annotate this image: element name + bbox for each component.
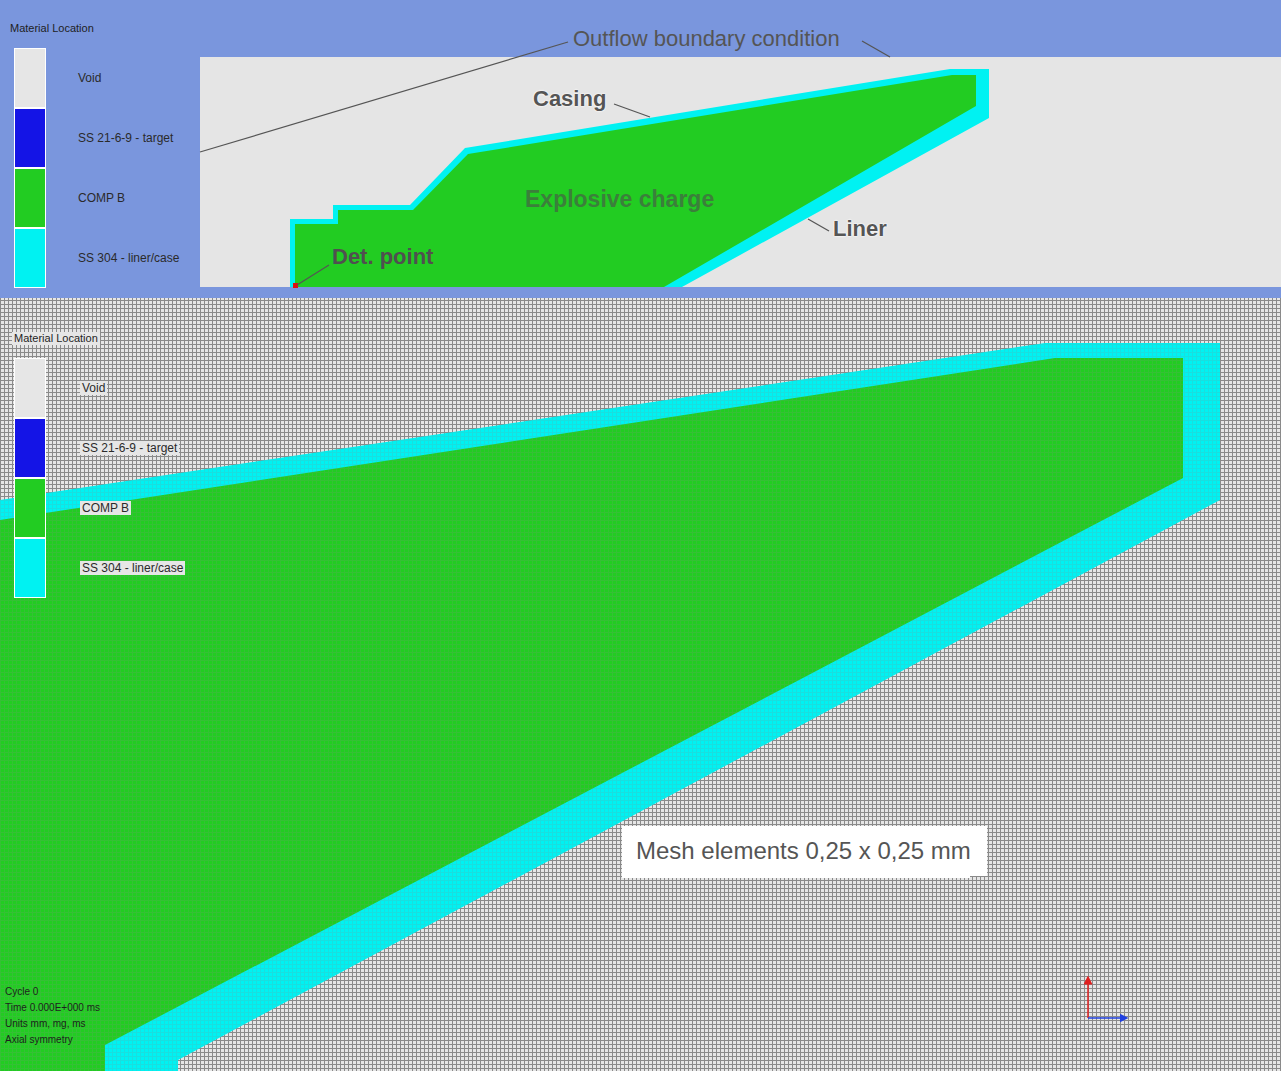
legend-swatch (14, 538, 46, 598)
note-box: Mesh elements 0,25 x 0,25 mm (622, 826, 987, 876)
legend-title: Material Location (10, 22, 94, 35)
legend-text: Void (80, 381, 107, 395)
legend-swatch (14, 48, 46, 108)
note-text: Mesh elements 0,25 x 0,25 mm (636, 837, 973, 865)
explosive-charge (295, 75, 976, 287)
status-text: Time 0.000E+000 ms (5, 1002, 100, 1014)
status-text: Axial symmetry (5, 1034, 73, 1046)
leader-line (808, 219, 829, 231)
legend-swatch (14, 418, 46, 478)
mesh-grid (0, 298, 1281, 1071)
legend-swatch (14, 358, 46, 418)
status-text: Cycle 0 (5, 986, 38, 998)
legend-swatch (14, 478, 46, 538)
legend-text: SS 304 - liner/case (78, 251, 179, 265)
legend-title: Material Location (12, 332, 100, 345)
legend-text: COMP B (78, 191, 125, 205)
leader-line (297, 265, 329, 285)
part-label: Casing (533, 86, 606, 111)
part-label: Explosive charge (525, 186, 714, 212)
legend-swatch (14, 168, 46, 228)
legend-swatch (14, 228, 46, 288)
legend-swatch (14, 108, 46, 168)
axis-arrow (1088, 1017, 1124, 1019)
detonation-point (293, 283, 298, 288)
leader-line (614, 104, 650, 117)
mesh-overlay (0, 298, 1281, 1071)
status-text: Units mm, mg, ms (5, 1018, 86, 1030)
part-label: Det. point (332, 244, 433, 269)
boundary-label: Outflow boundary condition (573, 26, 840, 51)
legend-text: SS 304 - liner/case (80, 561, 185, 575)
mesh-ground (0, 298, 1281, 1071)
legend-text: SS 21-6-9 - target (78, 131, 173, 145)
legend-text: COMP B (80, 501, 131, 515)
leader-line (862, 41, 890, 57)
axis-arrow (1087, 980, 1089, 1018)
casing-liner (290, 69, 989, 287)
part-label: Liner (833, 216, 887, 241)
top-panel-ground (0, 0, 1281, 298)
void-region (200, 57, 1281, 287)
leader-line (200, 42, 568, 152)
legend-text: SS 21-6-9 - target (80, 441, 179, 455)
legend-text: Void (78, 71, 101, 85)
